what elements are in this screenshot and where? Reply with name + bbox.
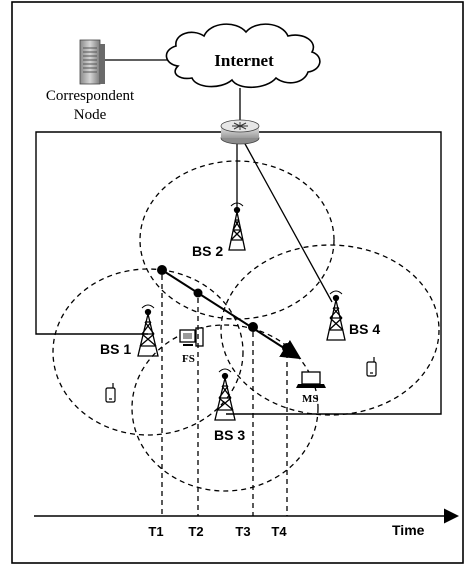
- fs-label: FS: [182, 353, 195, 365]
- movement-trajectory-arrow: [161, 269, 302, 360]
- backbone-line-left: [35, 131, 237, 335]
- handover-point-t4: [282, 343, 292, 353]
- tick-label-t4: T4: [271, 524, 287, 539]
- bs1-tower-icon: [137, 304, 159, 357]
- ms-label: MS: [302, 393, 319, 405]
- bs2-label: BS 2: [192, 243, 223, 259]
- correspondent-label-line2: Node: [74, 107, 107, 123]
- handover-point-t2: [193, 288, 203, 298]
- tick-label-t1: T1: [148, 524, 163, 539]
- bs4-tower-icon: [326, 290, 346, 341]
- coverage-bs4: [220, 244, 440, 416]
- bs1-label: BS 1: [100, 341, 131, 357]
- backbone-line-right: [226, 131, 442, 415]
- time-axis-label: Time: [392, 522, 425, 538]
- internet-label: Internet: [214, 51, 274, 70]
- bs3-label: BS 3: [214, 427, 245, 443]
- mobile-phone-icon-2: [366, 357, 377, 377]
- link-router-bs4: [243, 141, 333, 303]
- router-icon: [220, 119, 260, 145]
- laptop-icon: [296, 371, 326, 388]
- server-icon: [79, 39, 105, 85]
- bs3-tower-icon: [214, 368, 236, 421]
- handover-point-t3: [248, 322, 258, 332]
- bs4-label: BS 4: [349, 321, 380, 337]
- mobile-phone-icon: [105, 383, 116, 403]
- correspondent-label-line1: Correspondent: [46, 88, 135, 104]
- tick-label-t2: T2: [188, 524, 203, 539]
- outer-frame: [11, 1, 464, 564]
- coverage-bs1: [52, 268, 244, 436]
- time-drop-lines: [161, 275, 288, 516]
- handover-point-t1: [157, 265, 167, 275]
- coverage-bs3: [131, 324, 319, 492]
- computer-icon: [179, 327, 204, 347]
- internet-cloud: Internet: [165, 23, 321, 89]
- handover-points: [157, 265, 292, 353]
- bs2-tower-icon: [228, 202, 246, 251]
- tick-label-t3: T3: [235, 524, 250, 539]
